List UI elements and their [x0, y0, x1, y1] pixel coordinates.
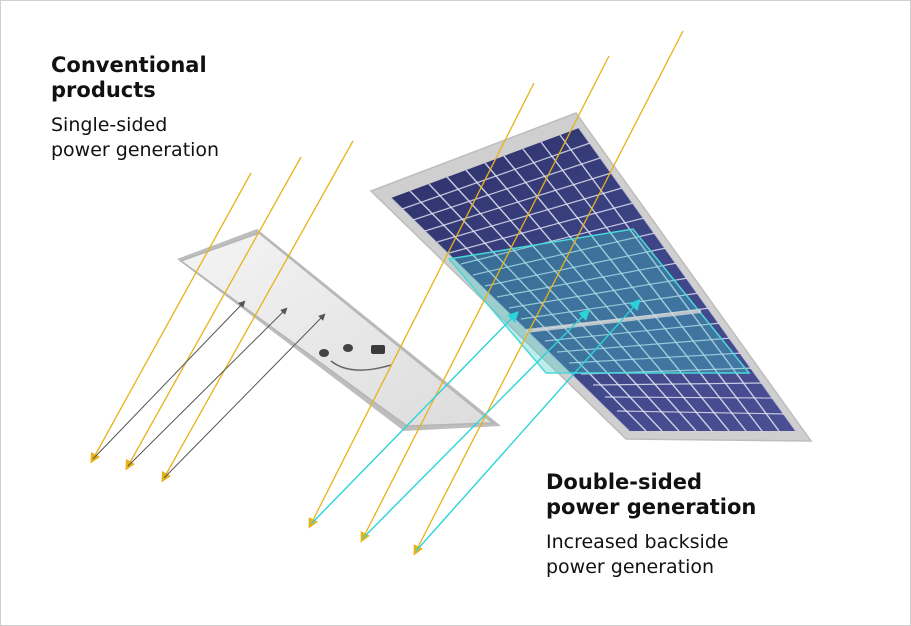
reflected-ray	[127, 307, 288, 467]
bifacial-title: Double-sided power generation	[546, 470, 846, 520]
conventional-subtitle-line: Single-sided	[51, 114, 168, 136]
reflected-ray	[362, 309, 590, 539]
reflected-ray	[163, 313, 326, 479]
reflected-ray	[415, 298, 641, 552]
junction-box	[319, 344, 392, 371]
bifacial-title-line: power generation	[546, 495, 757, 519]
conventional-subtitle-line: power generation	[51, 139, 220, 161]
bifacial-subtitle-line: Increased backside	[546, 531, 729, 553]
sunlight-ray	[360, 55, 610, 543]
bifacial-subtitle: Increased backside power generation	[546, 530, 846, 580]
conventional-panel	[177, 229, 501, 431]
sunlight-ray	[161, 140, 354, 483]
reflected-rays-bifacial	[310, 298, 641, 552]
bifacial-caption: Double-sided power generation Increased …	[546, 470, 846, 580]
conventional-title: Conventional products	[51, 53, 281, 103]
reflected-ray	[310, 310, 519, 525]
sunlight-ray	[90, 172, 252, 464]
conventional-title-line: products	[51, 78, 156, 102]
sunlight-ray	[125, 156, 302, 471]
backside-generation-area	[447, 228, 751, 374]
sunlight-ray	[413, 30, 684, 556]
sunlight-rays	[90, 30, 684, 556]
conventional-title-line: Conventional	[51, 53, 207, 77]
sunlight-ray	[308, 82, 535, 529]
reflected-rays-conventional	[92, 300, 326, 479]
conventional-caption: Conventional products Single-sided power…	[51, 53, 281, 163]
bifacial-title-line: Double-sided	[546, 470, 703, 494]
conventional-subtitle: Single-sided power generation	[51, 113, 281, 163]
bifacial-subtitle-line: power generation	[546, 556, 715, 578]
reflected-ray	[92, 300, 246, 460]
